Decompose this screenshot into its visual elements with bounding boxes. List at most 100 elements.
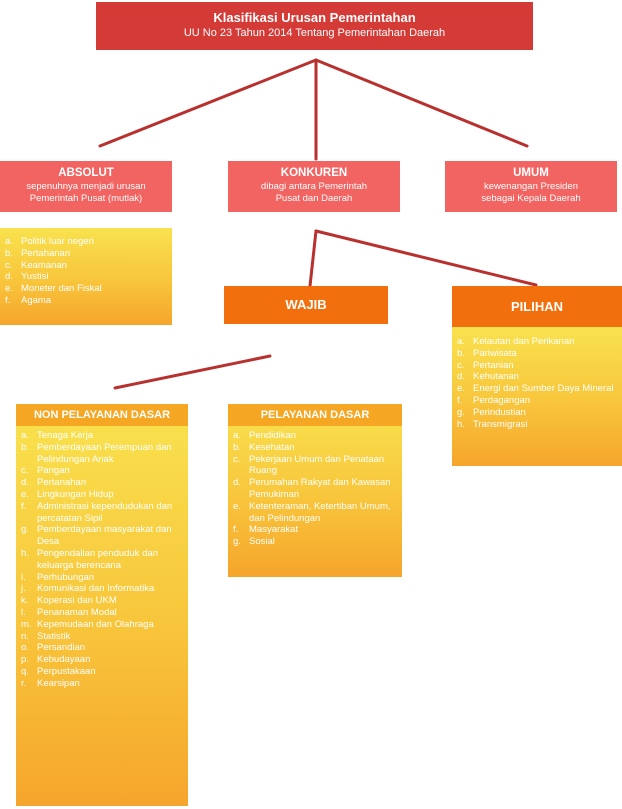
absolut-item-text: Politik luar negeri	[21, 236, 94, 247]
header-box: Klasifikasi Urusan Pemerintahan UU No 23…	[96, 2, 533, 50]
absolut-item: e.Moneter dan Fiskal	[0, 283, 172, 295]
pelayanan-item-letter: c.	[233, 453, 241, 465]
non-pelayanan-item-text: Tenaga Kerja	[37, 430, 93, 441]
pilihan-item-letter: a.	[457, 336, 465, 347]
pelayanan-item-text: Masyarakat	[249, 524, 299, 536]
non-pelayanan-item: p.Kebudayaan	[16, 654, 188, 666]
non-pelayanan-item-text: Kearsipan	[37, 677, 80, 689]
pilihan-item-text: Pertanian	[473, 359, 514, 371]
connector-wajib-nonpelayanan	[113, 354, 272, 390]
absolut-item: c.Keamanan	[0, 260, 172, 272]
category-umum: UMUM kewenangan Presiden sebagai Kepala …	[445, 161, 617, 212]
pelayanan-item-letter: a.	[233, 430, 241, 441]
non-pelayanan-item-text: Kebudayaan	[37, 654, 91, 666]
pelayanan-item-letter: b.	[233, 441, 241, 453]
pilihan-item-text: Kehutanan	[473, 371, 519, 383]
category-konkuren-desc-line1: dibagi antara Pemerintah	[260, 181, 368, 192]
category-umum-desc-line1: kewenangan Presiden	[483, 181, 578, 192]
pilihan-item-letter: f.	[457, 394, 463, 406]
non-pelayanan-item-letter: b.	[21, 441, 29, 453]
category-absolut-title: ABSOLUT	[58, 167, 114, 179]
pilihan-label: PILIHAN	[511, 299, 563, 314]
non-pelayanan-item-letter: o.	[21, 642, 29, 654]
category-konkuren-desc-line2: Pusat dan Daerah	[275, 193, 353, 204]
non-pelayanan-item: q.Perpustakaan	[16, 666, 188, 678]
pilihan-item-text: Perindustian	[473, 406, 526, 418]
non-pelayanan-item-text: Koperasi dan UKM	[37, 595, 117, 607]
non-pelayanan-item: h.Pengendalian penduduk dan keluarga ber…	[16, 548, 188, 572]
non-pelayanan-item-letter: r.	[21, 677, 27, 689]
pilihan-item: h.Transmigrasi	[452, 419, 622, 431]
non-pelayanan-item-text: Lingkungan Hidup	[37, 488, 114, 500]
non-pelayanan-item-letter: n.	[21, 630, 29, 642]
category-umum-desc-line2: sebagai Kepala Daerah	[481, 193, 581, 204]
non-pelayanan-item: l. Penanaman Modal	[16, 607, 188, 619]
non-pelayanan-item-text: Penanaman Modal	[37, 606, 117, 618]
non-pelayanan-item-text: Statistik	[37, 630, 71, 642]
non-pelayanan-item-text: Pemberdayaan Perempuan dan Pelindungan A…	[37, 441, 172, 465]
absolut-item-text: Pertahanan	[21, 247, 71, 259]
non-pelayanan-item-text: Administrasi kependudukan dan percatatan…	[37, 500, 173, 524]
pilihan-item: a. Kelautan dan Perikanan	[452, 336, 622, 348]
pelayanan-item: e.Ketenteraman, Ketertiban Umum, dan Pel…	[228, 501, 402, 525]
pelayanan-item-text: Pendidikan	[249, 430, 297, 441]
non-pelayanan-item: g.Pemberdayaan masyarakat dan Desa	[16, 524, 188, 548]
absolut-item-text: Agama	[21, 294, 52, 306]
header-title: Klasifikasi Urusan Pemerintahan	[213, 10, 416, 25]
pilihan-item: g.Perindustian	[452, 407, 622, 419]
non-pelayanan-item: f.Administrasi kependudukan dan percatat…	[16, 501, 188, 525]
wajib-label: WAJIB	[285, 297, 327, 312]
header-subtitle: UU No 23 Tahun 2014 Tentang Pemerintahan…	[183, 27, 446, 39]
non-pelayanan-item: r. Kearsipan	[16, 678, 188, 690]
pelayanan-item-text: Sosial	[249, 536, 275, 548]
non-pelayanan-item-letter: h.	[21, 547, 29, 559]
non-pelayanan-item-text: Pertanahan	[37, 477, 87, 489]
absolut-item-text: Yustisi	[21, 271, 49, 283]
pelayanan-item: a. Pendidikan	[228, 430, 402, 442]
non-pelayanan-title: NON PELAYANAN DASAR	[16, 404, 188, 426]
non-pelayanan-item: d.Pertanahan	[16, 477, 188, 489]
non-pelayanan-item-text: Komunikasi dan Informatika	[37, 583, 155, 595]
category-konkuren: KONKUREN dibagi antara Pemerintah Pusat …	[228, 161, 400, 212]
connector-konkuren-wajib	[308, 229, 318, 288]
pilihan-item: e. Energi dan Sumber Daya Mineral	[452, 383, 622, 395]
absolut-item: d. Yustisi	[0, 271, 172, 283]
pilihan-item-text: Perdagangan	[473, 394, 531, 406]
pelayanan-item: g.Sosial	[228, 536, 402, 548]
non-pelayanan-item: n. Statistik	[16, 631, 188, 643]
non-pelayanan-item-letter: i.	[21, 571, 26, 583]
category-absolut-desc-line2: Pemerintah Pusat (mutlak)	[29, 193, 143, 204]
non-pelayanan-item-text: Pemberdayaan masyarakat dan Desa	[37, 524, 172, 548]
non-pelayanan-item-letter: e.	[21, 488, 29, 500]
pilihan-item: f. Perdagangan	[452, 395, 622, 407]
pilihan-item-text: Energi dan Sumber Daya Mineral	[473, 383, 614, 395]
pelayanan-item-text: Perumahan Rakyat dan Kawasan Pemukiman	[249, 477, 391, 500]
pilihan-item-text: Kelautan dan Perikanan	[473, 336, 575, 347]
non-pelayanan-item-text: Kepemudaan dan Olahraga	[37, 618, 154, 630]
non-pelayanan-item-text: Pangan	[37, 465, 70, 477]
category-umum-title: UMUM	[513, 167, 549, 179]
absolut-item: a. Politik luar negeri	[0, 236, 172, 248]
non-pelayanan-item: a.Tenaga Kerja	[16, 430, 188, 442]
pelayanan-title: PELAYANAN DASAR	[228, 404, 402, 426]
pilihan-header: PILIHAN	[452, 286, 622, 327]
non-pelayanan-item-text: Perpustakaan	[37, 665, 96, 677]
pilihan-item-text: Transmigrasi	[473, 418, 528, 430]
non-pelayanan-item: j.Komunikasi dan Informatika	[16, 583, 188, 595]
connector-header-absolut	[98, 58, 318, 148]
pilihan-item-letter: e.	[457, 383, 465, 395]
absolut-item-letter: b.	[5, 247, 13, 259]
non-pelayanan-item: k.Koperasi dan UKM	[16, 595, 188, 607]
absolut-item-letter: d.	[5, 271, 13, 283]
pilihan-item: c.Pertanian	[452, 360, 622, 372]
non-pelayanan-item: o. Persandian	[16, 642, 188, 654]
absolut-item-letter: a.	[5, 236, 13, 247]
non-pelayanan-item-letter: l.	[21, 606, 26, 618]
category-absolut: ABSOLUT sepenuhnya menjadi urusan Pemeri…	[0, 161, 172, 212]
non-pelayanan-item-text: Persandian	[37, 642, 86, 654]
pelayanan-item-letter: d.	[233, 477, 241, 489]
